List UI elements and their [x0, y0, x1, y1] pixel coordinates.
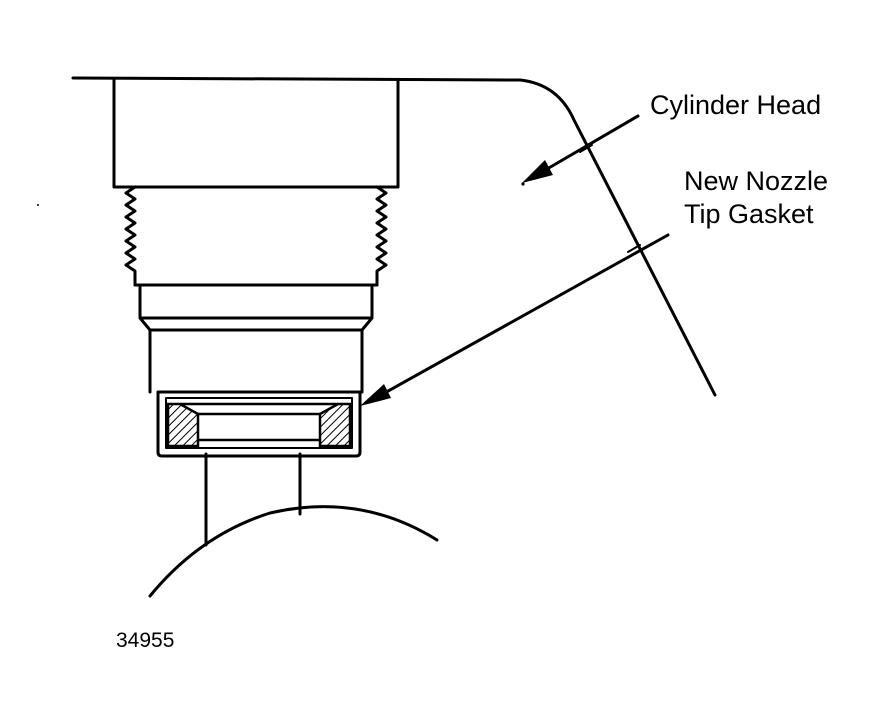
cylinder-head-leader — [533, 114, 640, 178]
nozzle-tip-gasket — [166, 402, 352, 448]
figure-number: 34955 — [116, 629, 175, 652]
gasket-section-right — [318, 402, 352, 448]
cylinder-head-arrowhead — [522, 160, 553, 183]
nozzle-collar — [133, 283, 379, 332]
nozzle-body-hex — [112, 78, 400, 189]
gasket-label-line1: New Nozzle — [684, 166, 829, 196]
nozzle-stem — [204, 452, 302, 547]
cylinder-head-label: Cylinder Head — [650, 90, 822, 120]
gasket-tick — [627, 244, 641, 253]
cylinder-head-tick — [579, 144, 593, 153]
gasket-recess — [156, 390, 362, 458]
reference-dot — [521, 182, 525, 186]
gasket-leader — [370, 233, 670, 402]
gasket-section-left — [166, 402, 200, 448]
nozzle-threads-left — [124, 185, 137, 287]
gasket-label-line2: Tip Gasket — [684, 199, 814, 229]
combustion-chamber-dome — [148, 505, 439, 598]
gasket-recess-inner — [165, 397, 353, 449]
stray-dot — [37, 204, 39, 206]
nozzle-lower-body — [148, 328, 364, 394]
nozzle-threads-right — [375, 185, 388, 287]
gasket-arrowhead — [360, 384, 391, 406]
cylinder-head-outline — [71, 76, 717, 397]
gasket-top-ring — [180, 402, 338, 442]
